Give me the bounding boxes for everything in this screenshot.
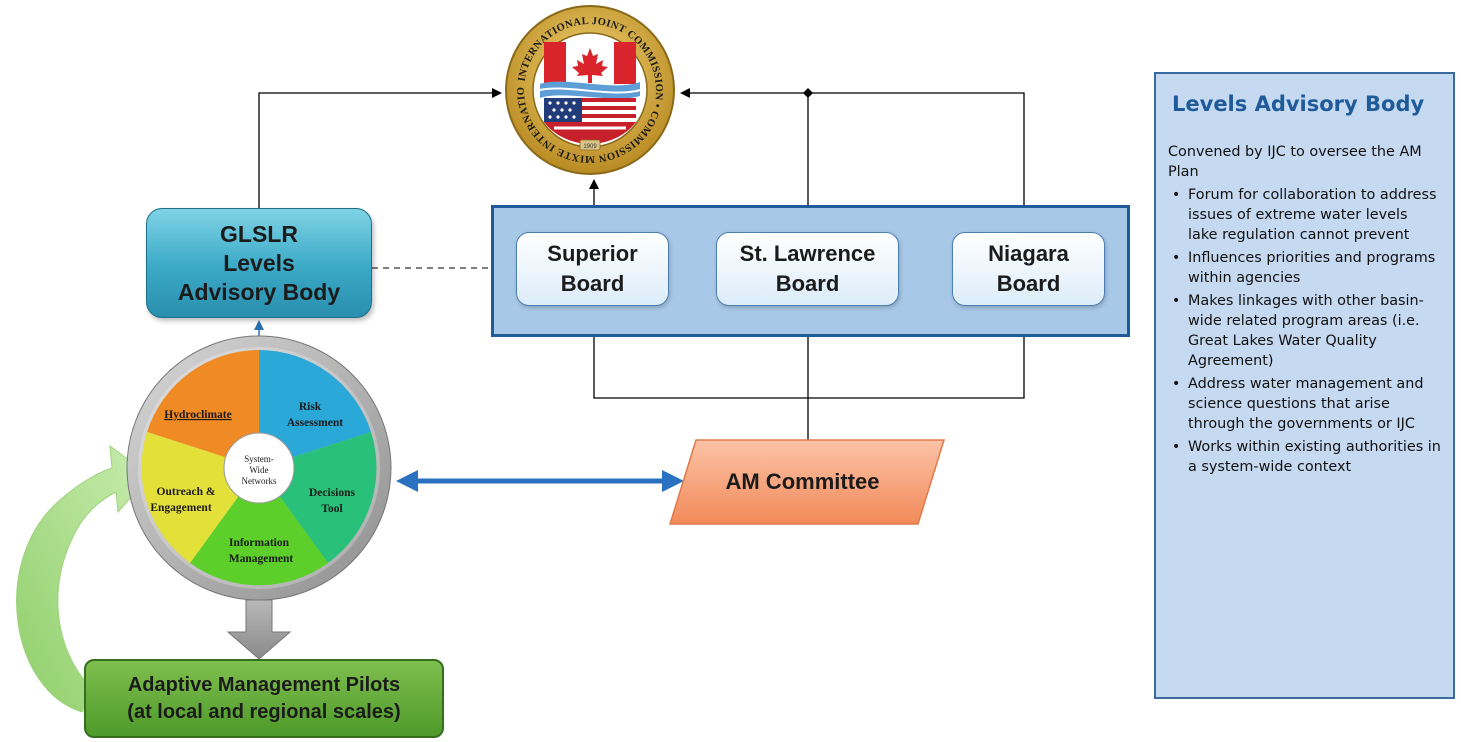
double-arrow [396, 470, 684, 492]
glslr-line3: Advisory Body [177, 278, 341, 305]
st-lawrence-board-line2: Board [775, 271, 840, 296]
superior-board-line2: Board [560, 271, 625, 296]
segment-hydroclimate [147, 350, 259, 468]
adaptive-management-pilots: Adaptive Management Pilots (at local and… [84, 659, 444, 738]
panel-bullet-list: Forum for collaboration to address issue… [1168, 185, 1441, 477]
wheel-outreach-2: Engagement [150, 502, 212, 514]
am-committee-label: AM Committee [725, 469, 880, 494]
panel-title: Levels Advisory Body [1172, 92, 1425, 116]
levels-advisory-body-panel: Levels Advisory Body Convened by IJC to … [1154, 72, 1455, 699]
am-committee-shape [668, 439, 946, 525]
list-item: Address water management and science que… [1172, 374, 1441, 434]
wheel-information-2: Management [229, 553, 294, 565]
wheel-information-1: Information [229, 537, 290, 549]
wheel-decisions-1: Decisions [309, 487, 356, 499]
panel-intro: Convened by IJC to oversee the AM Plan [1168, 144, 1422, 180]
wheel [126, 335, 392, 601]
glslr-line1: GLSLR [220, 220, 298, 247]
glslr-to-ijc-line [258, 88, 502, 208]
list-item: Influences priorities and programs withi… [1172, 248, 1441, 288]
wheel-decisions-2: Tool [321, 503, 342, 515]
st-lawrence-board: St. Lawrence Board [716, 232, 899, 306]
wheel-center-2: Wide [249, 465, 268, 475]
list-item: Makes linkages with other basin-wide rel… [1172, 291, 1441, 371]
list-item: Works within existing authorities in a s… [1172, 437, 1441, 477]
glslr-line2: Levels [223, 249, 295, 276]
superior-board-line1: Superior [547, 241, 638, 266]
pilots-line1: Adaptive Management Pilots [127, 673, 401, 696]
wheel-center-1: System- [244, 454, 274, 464]
list-item: Forum for collaboration to address issue… [1172, 185, 1441, 245]
wheel-outreach-1: Outreach & [157, 486, 216, 498]
wheel-center-3: Networks [242, 476, 277, 486]
pilots-line2: (at local and regional scales) [127, 700, 401, 723]
niagara-board: Niagara Board [952, 232, 1105, 306]
seal-year: 1909 [583, 144, 597, 150]
wheel-hydroclimate: Hydroclimate [164, 409, 232, 421]
niagara-to-ijc-line [680, 88, 1025, 232]
wheel-risk-2: Assessment [287, 417, 343, 429]
niagara-board-line2: Board [996, 271, 1061, 296]
glslr-levels-advisory-body: GLSLR Levels Advisory Body [146, 208, 372, 318]
down-arrow [226, 599, 292, 660]
maple-leaf-icon [572, 48, 608, 83]
am-to-niagara-line [808, 310, 1029, 399]
segment-risk [259, 350, 371, 468]
superior-board: Superior Board [516, 232, 669, 306]
niagara-board-line1: Niagara [988, 241, 1069, 266]
feedback-arrow [16, 444, 151, 713]
wheel-risk-1: Risk [299, 401, 322, 413]
ijc-seal: INTERNATIONAL JOINT COMMISSION • COMMISS… [504, 4, 675, 175]
am-to-superior-line [589, 310, 808, 399]
segment-information [190, 468, 328, 586]
st-lawrence-board-line1: St. Lawrence [739, 241, 876, 266]
junction-diamond [803, 88, 813, 98]
wheel-labels: Hydroclimate Risk Assessment Decisions T… [150, 401, 355, 565]
